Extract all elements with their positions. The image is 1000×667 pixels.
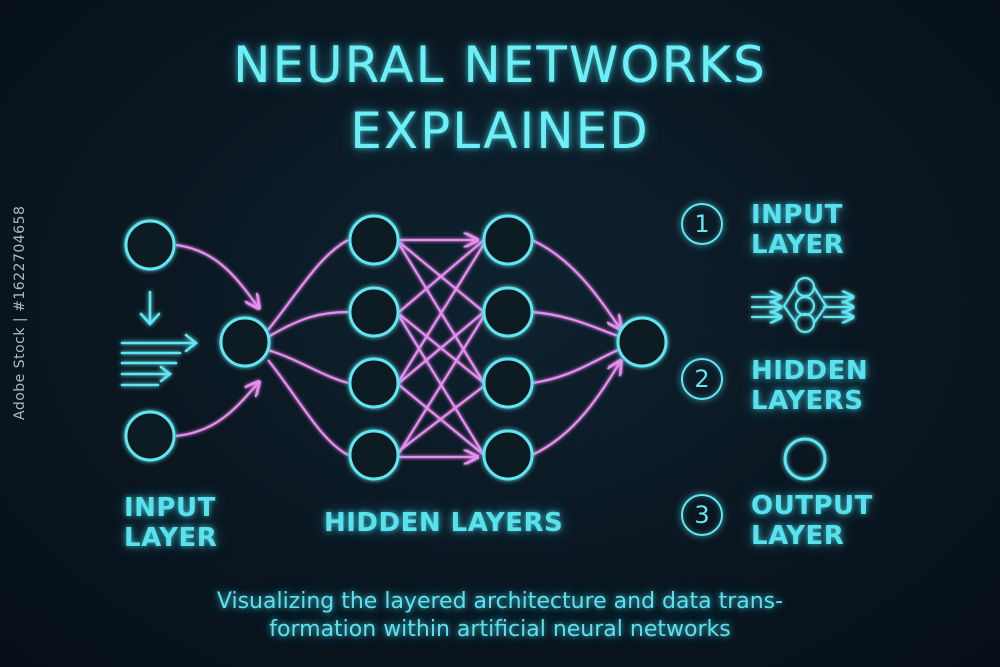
legend-number-2: 2 <box>681 358 723 400</box>
first-node <box>219 316 271 368</box>
page-title-line2: EXPLAINED <box>350 102 650 160</box>
edge <box>267 348 349 385</box>
input-node <box>124 219 176 271</box>
output-node-icon <box>783 437 827 481</box>
hidden-node <box>482 214 534 266</box>
output-node <box>616 316 668 368</box>
edge <box>267 359 349 456</box>
edge <box>398 311 485 384</box>
legend-number-3: 3 <box>681 494 723 536</box>
edge <box>398 385 485 452</box>
edge <box>398 384 485 456</box>
page-title-line1: NEURAL NETWORKS <box>233 36 767 94</box>
caption-line1: Visualizing the layered architecture and… <box>216 589 784 614</box>
edge <box>398 239 485 313</box>
hidden-node <box>482 357 534 409</box>
hidden-node <box>348 214 400 266</box>
input-layer-label: INPUT LAYER <box>124 493 218 553</box>
legend-number-1: 1 <box>681 203 723 245</box>
edge <box>175 383 258 438</box>
edge <box>398 243 485 382</box>
legend-label-2: HIDDEN LAYERS <box>751 356 869 416</box>
edge <box>267 310 349 338</box>
hidden-node <box>482 429 534 481</box>
caption: Visualizing the layered architecture and… <box>0 588 1000 644</box>
hidden-node <box>348 357 400 409</box>
edge <box>531 348 619 385</box>
hidden-layers-label: HIDDEN LAYERS <box>324 508 564 538</box>
caption-line2: formation within artificial neural netwo… <box>269 617 731 642</box>
input-node <box>124 410 176 462</box>
legend-label-3: OUTPUT LAYER <box>751 491 873 551</box>
edge <box>531 362 620 456</box>
edge <box>175 243 258 307</box>
hidden-node <box>348 286 400 338</box>
hidden-node <box>348 429 400 481</box>
hidden-node <box>482 286 534 338</box>
edge <box>398 315 485 454</box>
mini-network-icon <box>750 276 852 334</box>
down-arrow-icon <box>139 290 161 326</box>
edge <box>531 239 620 328</box>
legend-label-1: INPUT LAYER <box>751 200 845 260</box>
edge <box>267 239 349 331</box>
flow-lines-icon <box>120 333 199 387</box>
watermark-text: Adobe Stock | #1622704658 <box>12 205 28 420</box>
connection-edges <box>175 239 620 457</box>
edge <box>531 310 619 338</box>
nodes <box>124 214 668 481</box>
